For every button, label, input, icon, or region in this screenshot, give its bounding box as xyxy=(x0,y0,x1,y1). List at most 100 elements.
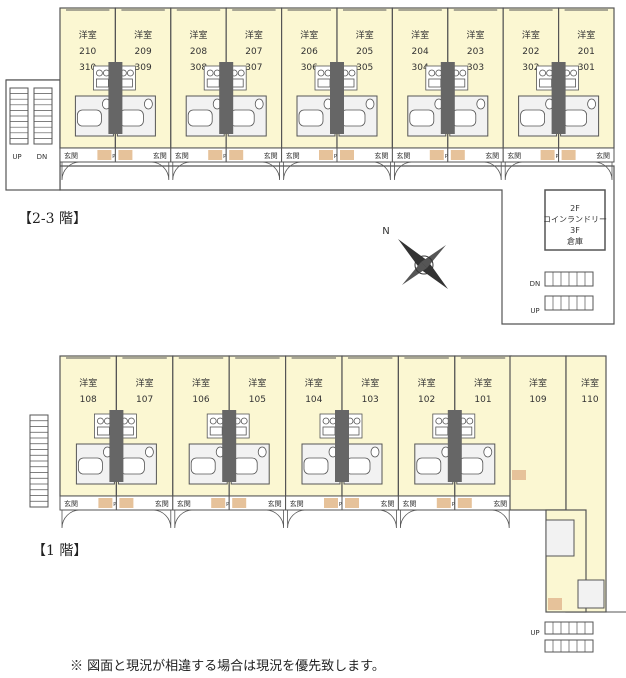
upper-floor-plan: 洋室210310玄関PS洋室209309玄関洋室208308玄関PS洋室2073… xyxy=(5,7,615,325)
room-number: 204 xyxy=(412,47,429,57)
ground-floor-label: 【1 階】 xyxy=(32,543,88,559)
stair-up-label: UP xyxy=(530,307,539,315)
plumbing-core xyxy=(440,62,455,134)
toilet xyxy=(144,446,154,458)
stove-burner xyxy=(348,69,356,77)
room-type-label: 洋室 xyxy=(248,377,266,389)
entrance-label: 玄関 xyxy=(153,151,167,160)
stove-burner xyxy=(570,69,577,77)
toilet xyxy=(143,98,153,110)
room-type-label: 洋室 xyxy=(418,377,436,389)
stove-burner xyxy=(466,417,474,425)
plumbing-core xyxy=(551,62,566,134)
room-number: 105 xyxy=(249,395,266,405)
entrance-label: 玄関 xyxy=(64,499,78,508)
entrance-label: 玄関 xyxy=(177,499,191,508)
door-swing xyxy=(378,509,397,529)
corridor-outline xyxy=(60,509,626,613)
ground-floor-plan: 洋室108玄関PS洋室107玄関洋室106玄関PS洋室105玄関洋室104玄関P… xyxy=(59,355,626,613)
room-type-label: 洋室 xyxy=(134,29,152,41)
bathtub xyxy=(120,457,145,475)
bathtub xyxy=(232,457,258,475)
entrance-label: 玄関 xyxy=(380,499,394,508)
room-type-label: 洋室 xyxy=(411,29,429,41)
room-type-label: 洋室 xyxy=(300,29,318,41)
room-number-3f: 305 xyxy=(356,63,373,73)
door-swing xyxy=(593,161,613,181)
bathtub xyxy=(416,457,442,475)
bathtub xyxy=(190,457,216,475)
toilet xyxy=(370,446,380,458)
room-number: 102 xyxy=(418,395,435,405)
room-number-3f: 301 xyxy=(578,63,595,73)
door-swing xyxy=(172,161,191,181)
room-number: 210 xyxy=(79,47,96,57)
entrance-label: 玄関 xyxy=(264,151,278,160)
room-type-label: 洋室 xyxy=(522,29,540,41)
room-type-label: 洋室 xyxy=(361,377,379,389)
room-number: 103 xyxy=(362,395,379,405)
shoe-box xyxy=(119,498,134,508)
room-number: 108 xyxy=(80,395,97,405)
room-number: 205 xyxy=(356,47,373,57)
door-swing xyxy=(400,509,419,529)
door-swing xyxy=(394,161,413,181)
plumbing-core xyxy=(330,62,344,134)
stair-up-label: UP xyxy=(12,153,21,161)
room-number: 208 xyxy=(190,47,207,57)
room-type-label: 洋室 xyxy=(305,377,323,389)
shoe-box xyxy=(512,470,526,480)
shoe-box xyxy=(561,150,576,160)
door-swing xyxy=(287,509,306,529)
toilet xyxy=(254,98,264,110)
bathtub xyxy=(303,457,329,475)
stove-burner xyxy=(97,417,104,425)
bathroom xyxy=(577,579,605,609)
bathtub xyxy=(229,109,255,127)
stove-burner xyxy=(96,69,103,77)
shoe-box xyxy=(208,150,223,160)
room-number: 201 xyxy=(578,47,595,57)
bathtub xyxy=(77,109,102,127)
stove-burner xyxy=(240,417,248,425)
stair-up-label: UP xyxy=(530,629,539,637)
bathtub xyxy=(451,109,477,127)
entrance-label: 玄関 xyxy=(286,151,300,160)
stove-burner xyxy=(209,417,217,425)
room-type-label: 洋室 xyxy=(245,29,263,41)
room-number: 207 xyxy=(245,47,262,57)
room-number-3f: 302 xyxy=(522,63,539,73)
shoe-box xyxy=(450,150,465,160)
shoe-box xyxy=(324,498,338,508)
entrance-label: 玄関 xyxy=(268,499,282,508)
bathtub xyxy=(187,109,213,127)
door-swing xyxy=(61,161,81,181)
stove-burner xyxy=(353,417,361,425)
entrance-label: 玄関 xyxy=(64,151,78,160)
room-number-3f: 310 xyxy=(79,63,96,73)
stove-burner xyxy=(322,417,330,425)
shoe-box xyxy=(232,498,247,508)
room-number: 202 xyxy=(522,47,539,57)
room-number: 106 xyxy=(192,395,209,405)
door-swing xyxy=(372,161,391,181)
room-number: 104 xyxy=(305,395,322,405)
storage-floor-label: 3F xyxy=(570,226,580,235)
door-swing xyxy=(261,161,280,181)
stove-burner xyxy=(126,69,134,77)
bathtub xyxy=(520,109,545,127)
stove-burner xyxy=(459,69,467,77)
stove-burner xyxy=(435,417,443,425)
room-number: 109 xyxy=(529,395,546,405)
door-swing xyxy=(491,509,510,529)
shoe-box xyxy=(211,498,226,508)
bathtub xyxy=(458,457,484,475)
door-swing xyxy=(152,509,172,529)
compass-rose: N xyxy=(382,226,448,289)
room-number: 206 xyxy=(301,47,318,57)
door-swing xyxy=(283,161,302,181)
stove-burner xyxy=(237,69,245,77)
toilet xyxy=(257,446,267,458)
toilet xyxy=(476,98,486,110)
disclaimer-note: ※ 図面と現況が相違する場合は現況を優先致します。 xyxy=(70,659,385,674)
